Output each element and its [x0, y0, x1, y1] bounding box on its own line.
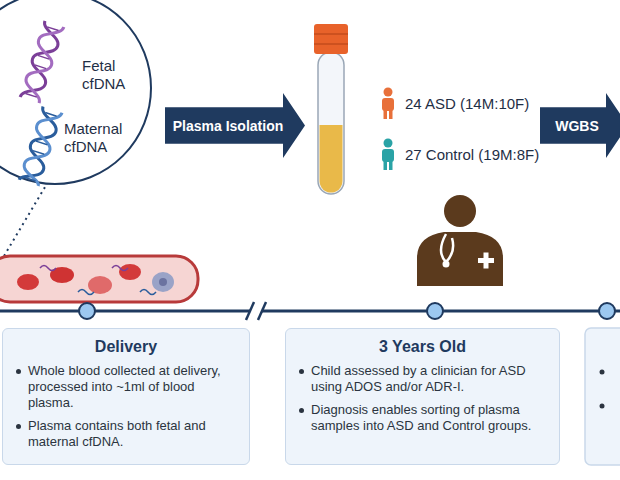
timeline-dot: [79, 303, 95, 319]
bullet-text: Plasma contains both fetal and maternal …: [28, 418, 206, 449]
tube-cap: [314, 24, 348, 54]
stethoscope: [443, 261, 450, 268]
person-icon: [384, 109, 388, 119]
cap-ridge: [314, 33, 348, 35]
bullet-dot: [299, 369, 304, 374]
zoom-circle: Fetal cfDNAMaternal cfDNA: [0, 0, 152, 185]
bullet-item: Child assessed by a clinician for ASD us…: [296, 363, 549, 395]
helix-rung: [25, 27, 58, 97]
person-icon: [384, 160, 388, 170]
cfdna-fragment: [140, 290, 156, 295]
helix-strand: [19, 107, 62, 186]
plasma-fill: [320, 125, 343, 193]
person-icon: [389, 160, 393, 170]
cropped-step-box: [585, 328, 620, 465]
timeline-dot: [427, 303, 443, 319]
maternal-dna-helix: [19, 107, 62, 186]
medical-cross: [484, 253, 489, 269]
helix-strand: [19, 107, 62, 186]
block-arrow: [540, 93, 620, 158]
fetal-dna-helix: [20, 21, 64, 103]
box-heading: Delivery: [13, 338, 239, 356]
stethoscope: [441, 234, 453, 262]
node-text: Maternal cfDNA: [64, 120, 149, 156]
timeline-break: [258, 302, 266, 320]
bullet-dot: [600, 404, 605, 409]
cfdna-fragment: [40, 266, 56, 271]
bullet-text: Whole blood collected at delivery, proce…: [28, 363, 221, 410]
bullet-dot: [16, 424, 21, 429]
person-icon: [384, 88, 393, 97]
process-arrow: Plasma Isolation: [165, 93, 305, 158]
bullet-text: Diagnosis enables sorting of plasma samp…: [311, 402, 531, 433]
timeline: [0, 310, 250, 313]
cfdna-fragment: [78, 290, 94, 295]
red-cell: [119, 264, 141, 280]
helix-strand: [20, 21, 64, 103]
bullet-item: Diagnosis enables sorting of plasma samp…: [296, 402, 549, 434]
timeline-step-box: DeliveryWhole blood collected at deliver…: [2, 328, 250, 465]
person-icon: [384, 139, 393, 148]
person-icon: [389, 109, 393, 119]
bullet-dot: [600, 370, 605, 375]
arrow-label: WGBS: [540, 93, 614, 158]
process-arrow: WGBS: [540, 93, 620, 158]
bullet-dot: [16, 369, 21, 374]
node-text: Fetal cfDNA: [82, 57, 162, 93]
block-arrow: [165, 93, 305, 158]
timeline-dot: [599, 303, 615, 319]
red-cell: [17, 274, 39, 290]
clinician-icon: [444, 195, 476, 227]
white-cell: [152, 272, 174, 292]
helix-strand: [20, 21, 64, 103]
timeline-step-box: 3 Years OldChild assessed by a clinician…: [285, 328, 560, 465]
clinician-icon: [417, 232, 503, 286]
zoom-leader-line: [4, 182, 48, 256]
test-tube: [318, 52, 344, 194]
cfdna-fragment: [112, 266, 128, 271]
cap-ridge: [314, 43, 348, 45]
box-heading: 3 Years Old: [296, 338, 549, 356]
helix-rung: [24, 113, 56, 181]
cell-nucleus: [159, 278, 167, 286]
bullet-dot: [299, 408, 304, 413]
red-cell: [88, 276, 112, 294]
bullet-item: Whole blood collected at delivery, proce…: [13, 363, 239, 411]
group-count-label: 27 Control (19M:8F): [405, 146, 539, 164]
bullet-text: Child assessed by a clinician for ASD us…: [311, 363, 526, 394]
blood-vessel: [0, 256, 198, 302]
timeline-break: [246, 302, 254, 320]
group-count-label: 24 ASD (14M:10F): [405, 95, 529, 113]
bullet-item: Plasma contains both fetal and maternal …: [13, 418, 239, 450]
arrow-label: Plasma Isolation: [165, 93, 291, 158]
